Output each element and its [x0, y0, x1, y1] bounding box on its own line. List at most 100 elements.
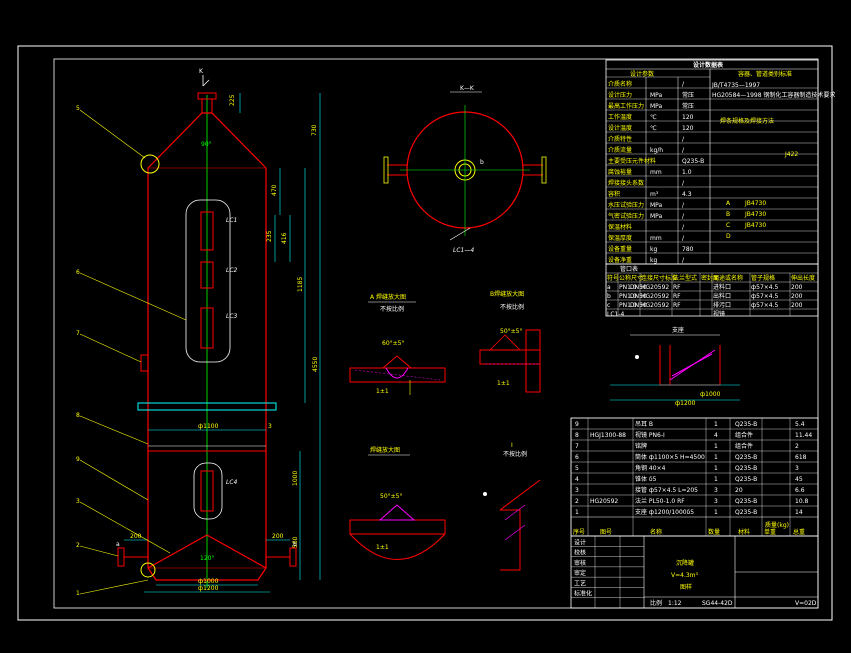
svg-text:容器、管道类别标准: 容器、管道类别标准 [738, 70, 792, 78]
svg-text:图样: 图样 [680, 583, 692, 591]
nozzle-cell: HG20592 [641, 293, 669, 300]
design-row-label: 保温材料 [608, 223, 632, 231]
design-row-unit: ℃ [650, 114, 657, 121]
design-row-value: 常压 [682, 102, 694, 110]
part-qty: 1 [714, 421, 718, 428]
support-view: 支座 ф1000 ф1200 [610, 326, 740, 407]
nozzle-cell: a [607, 284, 611, 291]
parts-header: 总重 [793, 528, 805, 536]
section-mark-k: K [199, 68, 204, 75]
svg-text:不按比例: 不按比例 [500, 303, 524, 311]
main-vessel-view: LC1 LC2 LC3 LC4 90° 120° K 225 730 470 4… [76, 68, 321, 597]
part-weight: 10.8 [795, 498, 809, 505]
design-row-unit: MPa [650, 213, 663, 220]
design-row-label: 设计温度 [608, 124, 632, 132]
nozzle-cell: HG20592 [641, 284, 669, 291]
design-row-label: 主要受压元件材料 [608, 157, 656, 165]
role-label: 标准化 [574, 590, 592, 598]
design-row-value: / [682, 147, 685, 154]
detail-b: B焊缝放大图 不按比例 50°±5° 1±1 [479, 290, 541, 393]
nozzle-cell: ф57×4.5 [751, 293, 779, 300]
sight-window-outline-upper [185, 199, 231, 363]
part-weight: 5.4 [795, 421, 805, 428]
nozzle-header: 连接尺寸标准 [641, 274, 677, 282]
role-label: 审核 [574, 559, 586, 567]
design-row-value: / [682, 202, 685, 209]
part-no: 5 [575, 465, 579, 472]
parts-header: 数量 [708, 528, 720, 536]
nozzle-cell: b [607, 293, 611, 300]
svg-text:4550: 4550 [312, 357, 319, 372]
part-code: HGJ1300-88 [590, 432, 626, 439]
part-no: 3 [575, 487, 579, 494]
part-material: Q235-B [735, 465, 757, 472]
window-label-lc1: LC1 [226, 217, 237, 224]
design-row-unit: MPa [650, 202, 663, 209]
svg-text:1±1: 1±1 [376, 544, 389, 551]
part-weight: 2 [795, 443, 799, 450]
part-material: Q235-B [735, 421, 757, 428]
svg-text:JB4730: JB4730 [744, 211, 766, 218]
svg-text:a: a [116, 541, 120, 548]
part-no: 1 [575, 509, 579, 516]
part-weight: 6.6 [795, 487, 805, 494]
design-row-label: 腐蚀裕量 [608, 168, 632, 176]
svg-text:设计参数: 设计参数 [630, 70, 654, 78]
side-nozzle-top [140, 154, 160, 174]
nozzle-cell: 200 [791, 293, 803, 300]
nozzle-cell: RF [673, 293, 681, 300]
part-name: 支座 ф1200/1000δ5 [635, 508, 694, 516]
part-name: 角钢 40×4 [635, 464, 666, 472]
svg-text:b: b [480, 159, 484, 166]
svg-text:60°±5°: 60°±5° [382, 340, 404, 347]
part-qty: 1 [714, 476, 718, 483]
nozzle-header: 符号 [607, 274, 619, 282]
part-qty: 1 [714, 443, 718, 450]
design-data-table: 设计数据表 设计参数 容器、管道类别标准 JB/T4735—1997 HG205… [605, 59, 835, 265]
bottom-cone [147, 534, 267, 569]
svg-text:不按比例: 不按比例 [503, 450, 527, 458]
role-label: 设计 [574, 538, 586, 546]
svg-text:不按比例: 不按比例 [380, 305, 404, 313]
svg-text:支座: 支座 [672, 326, 684, 334]
equipment-volume: V=4.3m³ [671, 572, 699, 579]
inner-frame [53, 58, 819, 609]
part-qty: 3 [714, 498, 718, 505]
design-row-label: 介质名称 [608, 80, 632, 88]
part-name: 筒体 ф1100×5 H=4500 [635, 453, 705, 461]
nozzle-cell: HG20592 [641, 302, 669, 309]
design-row-value: 120 [682, 114, 694, 121]
svg-text:I: I [511, 442, 513, 449]
design-row-unit: MPa [650, 103, 663, 110]
svg-text:730: 730 [311, 124, 318, 136]
callout-2: 2 [76, 542, 80, 549]
detail-a: A 焊缝放大图 不按比例 60°±5° 1±1 [349, 293, 446, 395]
svg-text:3: 3 [268, 423, 272, 430]
part-weight: 45 [795, 476, 803, 483]
part-weight: 3 [795, 465, 799, 472]
nozzle-cell: RF [673, 302, 681, 309]
nozzle-header: 公称尺寸 [619, 274, 643, 282]
part-weight: 14 [795, 509, 803, 516]
svg-text:B: B [726, 211, 730, 218]
part-no: 7 [575, 443, 579, 450]
nozzle-cell: 出料口 [713, 292, 731, 300]
parts-header: 材料 [738, 528, 750, 536]
part-code: HG20592 [590, 498, 618, 505]
parts-header: 名称 [650, 528, 662, 536]
svg-text:560: 560 [292, 536, 299, 548]
nozzle-cell: PN1.0 [619, 293, 637, 300]
svg-text:焊缝放大图: 焊缝放大图 [370, 446, 400, 454]
design-row-label: 工作温度 [608, 113, 632, 121]
svg-text:1±1: 1±1 [497, 380, 510, 387]
nozzle-cell: 200 [791, 302, 803, 309]
detail-i: I 不按比例 [483, 442, 541, 571]
callout-7: 7 [76, 330, 80, 337]
svg-text:V=02D: V=02D [795, 600, 817, 607]
dim-base-diameter: ф1000 [198, 578, 219, 585]
svg-text:235: 235 [266, 230, 273, 242]
part-weight: 11.44 [795, 432, 812, 439]
mid-flange [137, 402, 277, 411]
